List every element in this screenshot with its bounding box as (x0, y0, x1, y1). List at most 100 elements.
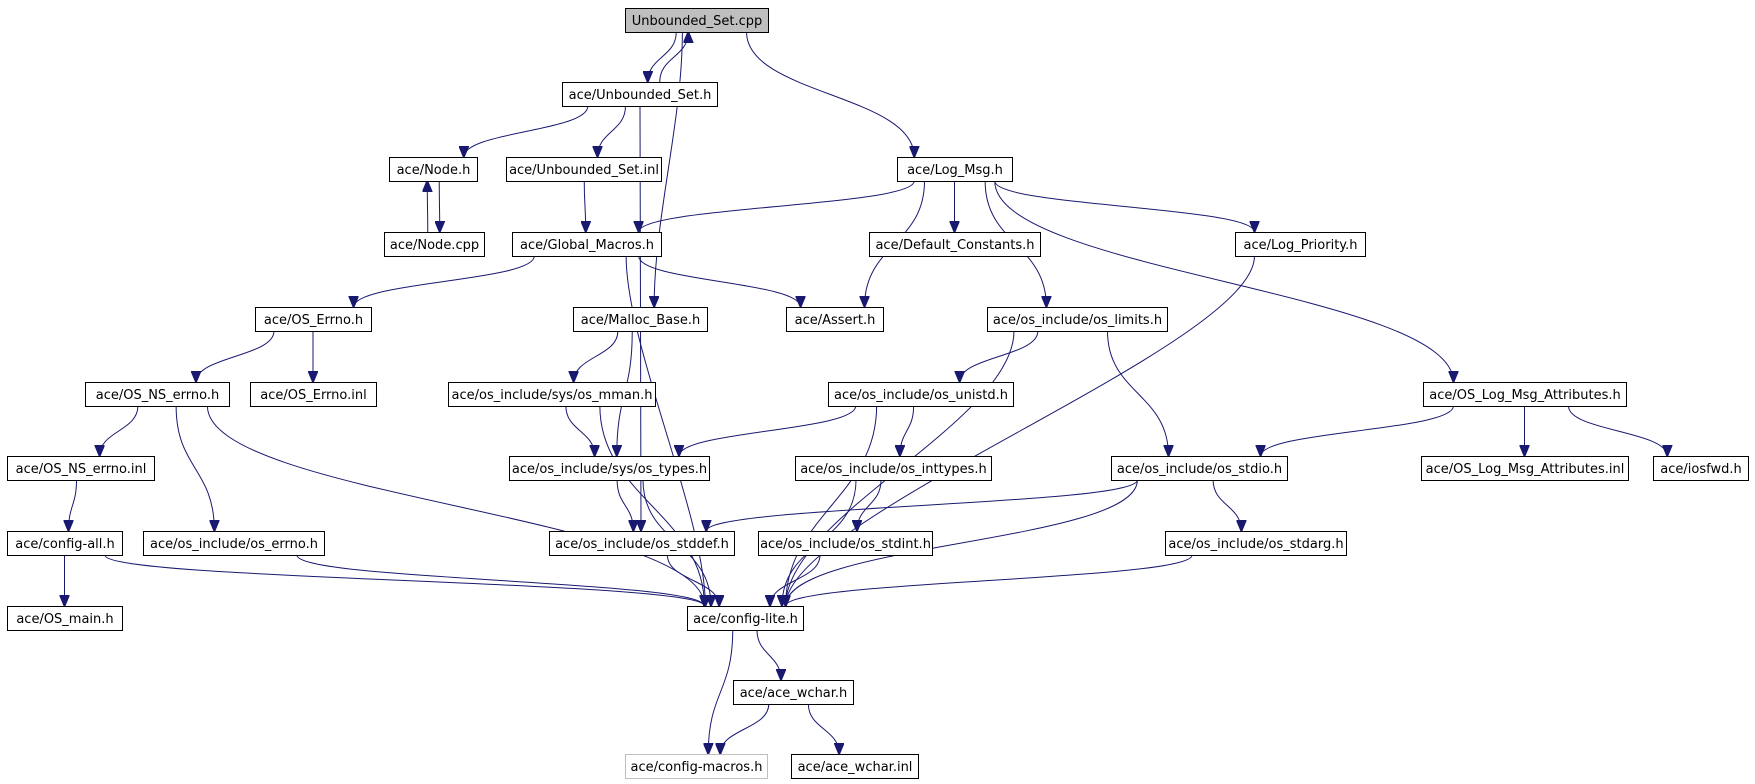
edge-globmac-to-oserrno (354, 255, 535, 307)
edge-logprio-to-configlite (786, 255, 1255, 606)
node-ace-assert-h[interactable]: ace/Assert.h (786, 307, 884, 332)
node-label: ace/os_include/os_limits.h (993, 313, 1162, 328)
node-box (687, 606, 804, 631)
node-box (987, 307, 1168, 332)
node-box (7, 606, 123, 631)
node-label: ace/os_include/os_stddef.h (555, 537, 729, 552)
node-ace-log-priority-h[interactable]: ace/Log_Priority.h (1235, 232, 1366, 257)
edge-nodecpp-to-nodeh (427, 181, 428, 233)
node-ace-ace-wchar-inl[interactable]: ace/ace_wchar.inl (791, 754, 919, 779)
node-box (1165, 531, 1347, 556)
edge-unbh-to-unbinl (598, 105, 626, 157)
node-ace-unbounded-set-h[interactable]: ace/Unbounded_Set.h (562, 82, 718, 107)
edge-malloc-to-osmman (574, 330, 619, 382)
node-box (828, 382, 1014, 407)
node-ace-global-macros-h[interactable]: ace/Global_Macros.h (512, 232, 662, 257)
edge-osnserrnoinl-to-configall (69, 479, 77, 531)
node-box (733, 680, 854, 705)
node-ace-ace-wchar-h[interactable]: ace/ace_wchar.h (733, 680, 854, 705)
node-box (758, 531, 933, 556)
edge-osstdio-to-osstdarg (1212, 479, 1241, 531)
nodes-layer: Unbounded_Set.cpp ace/Unbounded_Set.h ace/… (7, 8, 1749, 779)
node-box (448, 382, 656, 407)
edge-globmac-to-configlite (625, 255, 705, 606)
node-unbounded-set-cpp[interactable]: Unbounded_Set.cpp (625, 8, 769, 33)
node-ace-os-include-os-unistd-h[interactable]: ace/os_include/os_unistd.h (828, 382, 1014, 407)
node-ace-os-errno-inl[interactable]: ace/OS_Errno.inl (250, 382, 377, 407)
edge-ostypes-to-osstddef (616, 479, 633, 531)
node-label: ace/os_include/sys/os_mman.h (452, 388, 653, 403)
node-ace-os-include-os-stdio-h[interactable]: ace/os_include/os_stdio.h (1111, 456, 1288, 481)
node-box (389, 157, 478, 182)
edge-configlite-to-acewchar (756, 629, 781, 680)
node-box (549, 531, 735, 556)
node-ace-os-main-h[interactable]: ace/OS_main.h (7, 606, 123, 631)
edge-globmac-to-assert (638, 255, 801, 307)
node-ace-config-macros-h[interactable]: ace/config-macros.h (625, 754, 768, 779)
edge-osstdarg-to-configlite (786, 554, 1193, 606)
node-ace-os-include-sys-os-types-h[interactable]: ace/os_include/sys/os_types.h (509, 456, 710, 481)
node-ace-os-include-sys-os-mman-h[interactable]: ace/os_include/sys/os_mman.h (448, 382, 656, 407)
node-label: ace/os_include/os_unistd.h (834, 388, 1008, 403)
node-ace-os-include-os-errno-h[interactable]: ace/os_include/os_errno.h (143, 531, 325, 556)
node-ace-os-errno-h[interactable]: ace/OS_Errno.h (255, 307, 372, 332)
edge-osmman-to-configlite (599, 405, 705, 606)
node-box (786, 307, 884, 332)
node-label: ace/config-lite.h (693, 612, 798, 627)
node-label: ace/Assert.h (795, 313, 876, 328)
node-label: ace/os_include/os_errno.h (150, 537, 318, 552)
node-box (897, 157, 1013, 182)
node-ace-node-h[interactable]: ace/Node.h (389, 157, 478, 182)
edge-oslimits-to-osstdio (1107, 330, 1169, 456)
node-ace-os-include-os-stdint-h[interactable]: ace/os_include/os_stdint.h (758, 531, 933, 556)
node-box (1653, 456, 1749, 481)
edge-logmsg-to-globmac (639, 180, 915, 232)
node-ace-os-ns-errno-h[interactable]: ace/OS_NS_errno.h (85, 382, 230, 407)
edge-osnserrno-to-configlite (206, 405, 704, 606)
edge-osstdio-to-configlite (786, 479, 1138, 606)
node-label: ace/os_include/os_stdarg.h (1168, 537, 1343, 552)
node-label: ace/Node.h (397, 163, 471, 178)
node-ace-os-log-msg-attributes-h[interactable]: ace/OS_Log_Msg_Attributes.h (1423, 382, 1627, 407)
node-ace-node-cpp[interactable]: ace/Node.cpp (384, 232, 485, 257)
node-ace-config-lite-h[interactable]: ace/config-lite.h (687, 606, 804, 631)
node-ace-os-ns-errno-inl[interactable]: ace/OS_NS_errno.inl (7, 456, 155, 481)
node-ace-iosfwd-h[interactable]: ace/iosfwd.h (1653, 456, 1749, 481)
node-box (250, 382, 377, 407)
node-box (1421, 456, 1629, 481)
node-box (143, 531, 325, 556)
node-ace-os-log-msg-attributes-inl[interactable]: ace/OS_Log_Msg_Attributes.inl (1421, 456, 1629, 481)
node-label: ace/OS_Errno.h (264, 313, 363, 328)
node-ace-os-include-os-inttypes-h[interactable]: ace/os_include/os_inttypes.h (795, 456, 992, 481)
edge-osmman-to-ostypes (565, 405, 595, 456)
node-ace-os-include-os-limits-h[interactable]: ace/os_include/os_limits.h (987, 307, 1168, 332)
node-ace-malloc-base-h[interactable]: ace/Malloc_Base.h (573, 307, 708, 332)
node-ace-default-constants-h[interactable]: ace/Default_Constants.h (869, 232, 1041, 257)
edge-osstdio-to-osstddef (706, 479, 1138, 531)
node-ace-log-msg-h[interactable]: ace/Log_Msg.h (897, 157, 1013, 182)
edge-logmsg-to-osattr (994, 180, 1454, 382)
edge-root-to-malloc (654, 31, 683, 307)
node-label: ace/Unbounded_Set.h (569, 88, 712, 103)
node-label: ace/os_include/sys/os_types.h (512, 462, 707, 477)
node-box (506, 157, 662, 182)
edge-osunistd-to-ostypes (679, 405, 857, 456)
node-ace-unbounded-set-inl[interactable]: ace/Unbounded_Set.inl (506, 157, 662, 182)
edge-logmsg-to-logprio (994, 180, 1255, 232)
node-box (85, 382, 230, 407)
edge-osnserrno-to-oserrnoh (175, 405, 214, 531)
edge-acewchar-to-acewcharinl (807, 703, 839, 754)
node-label: ace/OS_Errno.inl (260, 388, 366, 403)
node-label: ace/os_include/os_inttypes.h (800, 462, 987, 477)
edge-osstddef-to-configlite (666, 554, 719, 606)
node-label: ace/OS_NS_errno.inl (16, 462, 147, 477)
edge-unbh-to-nodeh (464, 105, 589, 157)
node-box (625, 754, 768, 779)
node-ace-os-include-os-stddef-h[interactable]: ace/os_include/os_stddef.h (549, 531, 735, 556)
node-box (512, 232, 662, 257)
node-ace-config-all-h[interactable]: ace/config-all.h (7, 531, 123, 556)
node-label: ace/ace_wchar.inl (798, 760, 913, 775)
node-ace-os-include-os-stdarg-h[interactable]: ace/os_include/os_stdarg.h (1165, 531, 1347, 556)
node-box (7, 456, 155, 481)
